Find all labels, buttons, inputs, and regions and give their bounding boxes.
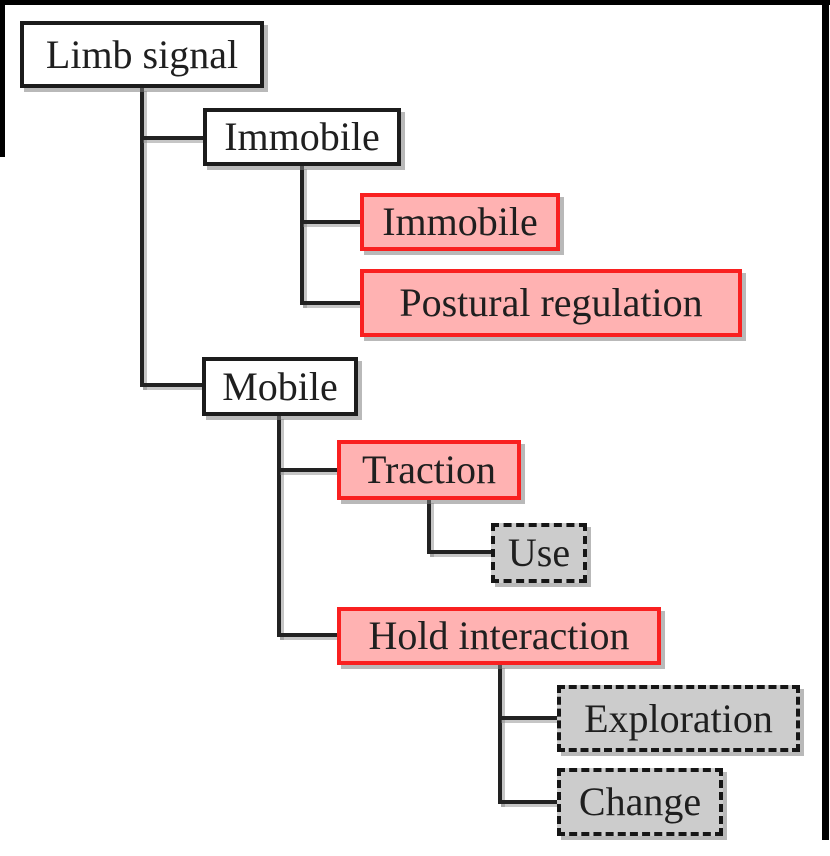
frame-border-top (0, 0, 830, 5)
frame-border-left (0, 0, 5, 157)
node-immobile-label: Immobile (382, 199, 538, 244)
connector-to-use (427, 550, 491, 554)
node-limb-signal-label: Limb signal (45, 31, 239, 77)
connector-to-change (498, 800, 557, 804)
node-postural-regulation: Postural regulation (360, 269, 742, 337)
node-mobile: Mobile (202, 357, 358, 416)
connector-immobile-group-trunk (300, 166, 304, 305)
connector-to-immobile-group (140, 136, 203, 140)
node-use-label: Use (507, 530, 571, 575)
node-hold-interaction: Hold interaction (337, 607, 661, 665)
node-use: Use (491, 523, 587, 583)
connector-traction-trunk (427, 500, 431, 554)
node-exploration: Exploration (557, 685, 800, 752)
connector-to-hold-interaction (277, 633, 337, 637)
node-immobile: Immobile (360, 193, 560, 251)
connector-to-postural-regulation (300, 301, 360, 305)
node-immobile-group: Immobile (203, 108, 401, 166)
node-change-label: Change (578, 779, 702, 824)
node-change: Change (557, 768, 723, 836)
node-postural-regulation-label: Postural regulation (399, 280, 703, 325)
node-exploration-label: Exploration (584, 695, 773, 741)
frame-border-right (822, 0, 829, 840)
connector-to-mobile (140, 383, 202, 387)
connector-hold-trunk (498, 665, 502, 804)
connector-root-trunk (140, 88, 144, 387)
connector-mobile-trunk (277, 416, 281, 637)
node-immobile-group-label: Immobile (224, 114, 380, 159)
connector-to-traction (277, 468, 337, 472)
node-mobile-label: Mobile (222, 363, 338, 409)
node-hold-interaction-label: Hold interaction (368, 613, 630, 658)
connector-to-immobile (300, 220, 360, 224)
node-limb-signal: Limb signal (20, 21, 264, 88)
node-traction-label: Traction (361, 447, 497, 492)
node-traction: Traction (337, 440, 521, 500)
connector-to-exploration (498, 716, 557, 720)
